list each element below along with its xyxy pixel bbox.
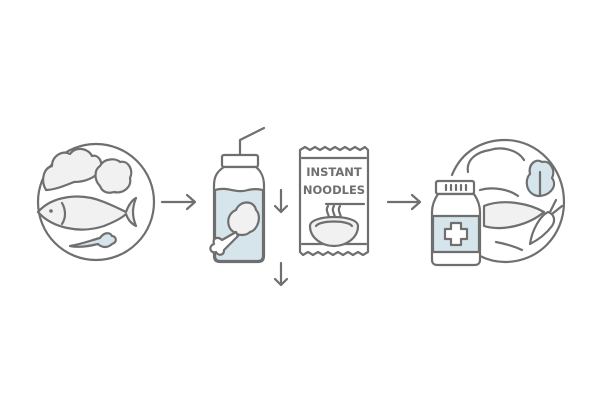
straw-icon — [238, 126, 266, 157]
rice-icon — [466, 147, 526, 174]
arrow-right-icon — [386, 193, 422, 211]
fish-gill — [60, 201, 67, 226]
chicken-leg-icon — [227, 201, 260, 237]
rice-icon — [42, 147, 103, 192]
balanced-meal-plate — [450, 138, 566, 264]
arrow-down-icon — [273, 261, 289, 287]
vegetable-icon — [94, 158, 133, 194]
medicine-bottle-icon — [430, 179, 482, 267]
jar-lid — [220, 153, 260, 169]
healthy-meal-plate — [36, 142, 156, 262]
noodle-bowl-icon — [308, 216, 360, 248]
fish-icon — [482, 201, 546, 230]
instant-noodles-package: INSTANT NOODLES — [298, 145, 370, 257]
arrow-right-icon — [160, 193, 197, 211]
fish-icon — [36, 195, 138, 231]
package-title-line2: NOODLES — [303, 183, 365, 197]
package-title-line1: INSTANT — [306, 165, 362, 179]
plate-outline — [450, 138, 566, 264]
carrot-icon — [528, 210, 556, 246]
leaf-icon — [68, 232, 117, 249]
drink-jar-icon — [209, 126, 266, 264]
plate-outline — [36, 142, 156, 262]
medical-cross-icon — [443, 221, 469, 247]
fish-eye — [49, 209, 53, 213]
arrow-down-icon — [273, 188, 289, 214]
